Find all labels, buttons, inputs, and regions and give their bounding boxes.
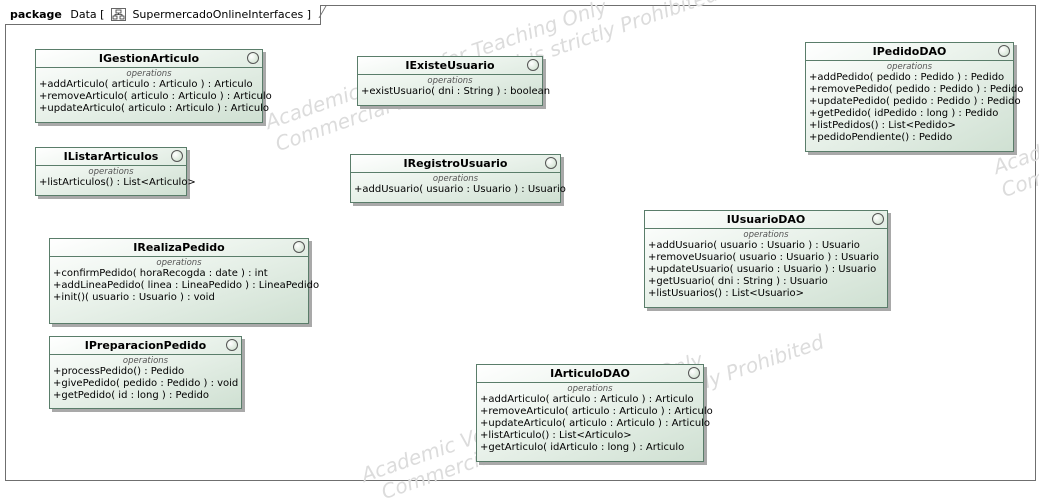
package-name: Data — [70, 8, 97, 21]
package-frame — [5, 5, 1036, 481]
operation: +addArticulo( articulo : Articulo ) : Ar… — [480, 394, 694, 405]
interface-box[interactable]: IPedidoDAO operations +addPedido( pedido… — [805, 42, 1024, 152]
interface-name: IRegistroUsuario — [403, 157, 508, 170]
operation: +addUsuario( usuario : Usuario ) : Usuar… — [354, 184, 566, 195]
operation: +listPedidos() : List<Pedido> — [809, 120, 956, 131]
interface-box[interactable]: IUsuarioDAO operations +addUsuario( usua… — [644, 210, 888, 308]
operation: +listArticulo() : List<Articulo> — [480, 430, 632, 441]
operation: +getPedido( idPedido : long ) : Pedido — [809, 108, 999, 119]
operation: +addUsuario( usuario : Usuario ) : Usuar… — [648, 240, 860, 251]
operations-label: operations — [122, 356, 169, 366]
interface-box[interactable]: IPreparacionPedido operations +processPe… — [49, 336, 242, 409]
interface-name: IExisteUsuario — [405, 59, 495, 72]
interface-box[interactable]: IRegistroUsuario operations +addUsuario(… — [350, 154, 566, 203]
operation: +updateArticulo( articulo : Articulo ) :… — [480, 418, 711, 429]
operation: +removePedido( pedido : Pedido ) : Pedid… — [809, 84, 1024, 95]
operation: +init()( usuario : Usuario ) : void — [53, 292, 215, 303]
operations-label: operations — [156, 258, 202, 268]
interface-name: IUsuarioDAO — [726, 213, 806, 226]
interface-icon — [872, 213, 884, 225]
operation: +confirmPedido( horaRecogda : date ) : i… — [53, 268, 268, 279]
operations-label: operations — [427, 76, 473, 86]
interface-box[interactable]: IExisteUsuario operations +existUsuario(… — [357, 56, 551, 106]
interface-name: IPedidoDAO — [872, 45, 947, 58]
operations-label: operations — [432, 174, 479, 184]
package-tab: package Data [ SupermercadoOnlineInterfa… — [5, 5, 322, 25]
interface-name: IPreparacionPedido — [84, 339, 207, 352]
interface-box[interactable]: IRealizaPedido operations +confirmPedido… — [49, 238, 320, 324]
operation: +removeUsuario( usuario : Usuario ) : Us… — [648, 252, 879, 263]
operation: +removeArticulo( articulo : Articulo ) :… — [480, 406, 713, 417]
operation: +removeArticulo( articulo : Articulo ) :… — [39, 91, 272, 102]
interface-box[interactable]: IGestionArticulo operations +addArticulo… — [35, 49, 272, 123]
interface-icon — [998, 45, 1010, 57]
interface-name: IListarArticulos — [63, 150, 159, 163]
operation: +addArticulo( articulo : Articulo ) : Ar… — [39, 79, 253, 90]
interface-icon — [527, 59, 539, 71]
operation: +updateUsuario( usuario : Usuario ) : Us… — [648, 264, 877, 275]
bracket-close: ] — [306, 8, 312, 21]
interface-box[interactable]: IArticuloDAO operations +addArticulo( ar… — [476, 364, 713, 462]
diagram-name: SupermercadoOnlineInterfaces — [132, 8, 304, 21]
package-keyword: package — [10, 8, 62, 21]
operation: +processPedido() : Pedido — [53, 366, 185, 377]
interface-icon — [293, 241, 305, 253]
operations-label: operations — [886, 62, 933, 72]
operations-label: operations — [88, 167, 134, 177]
operation: +updateArticulo( articulo : Articulo ) :… — [39, 103, 270, 114]
bracket-open: [ — [100, 8, 105, 21]
interface-box[interactable]: IListarArticulos operations +listArticul… — [35, 147, 196, 196]
interface-icon — [247, 52, 259, 64]
operations-label: operations — [743, 230, 789, 240]
operation: +updatePedido( pedido : Pedido ) : Pedid… — [809, 96, 1021, 107]
operation: +givePedido( pedido : Pedido ) : void — [53, 378, 239, 389]
operations-label: operations — [126, 69, 172, 79]
operation: +getUsuario( dni : String ) : Usuario — [648, 276, 828, 287]
class-diagram-icon — [110, 8, 126, 21]
interface-icon — [226, 339, 238, 351]
operation: +pedidoPendiente() : Pedido — [809, 132, 953, 143]
interface-name: IArticuloDAO — [550, 367, 630, 380]
operation: +addPedido( pedido : Pedido ) : Pedido — [809, 72, 1005, 83]
interface-icon — [545, 157, 557, 169]
interface-icon — [688, 367, 700, 379]
operation: +existUsuario( dni : String ) : boolean — [361, 86, 551, 97]
interface-name: IRealizaPedido — [133, 241, 225, 254]
operation: +getPedido( id : long ) : Pedido — [53, 390, 209, 401]
operation: +listArticulos() : List<Articulo> — [39, 177, 196, 188]
operation: +addLineaPedido( linea : LineaPedido ) :… — [53, 280, 320, 291]
operations-label: operations — [567, 384, 613, 394]
operation: +getArticulo( idArticulo : long ) : Arti… — [480, 442, 685, 453]
interface-icon — [171, 150, 183, 162]
interface-name: IGestionArticulo — [98, 52, 200, 65]
operation: +listUsuarios() : List<Usuario> — [648, 288, 805, 299]
